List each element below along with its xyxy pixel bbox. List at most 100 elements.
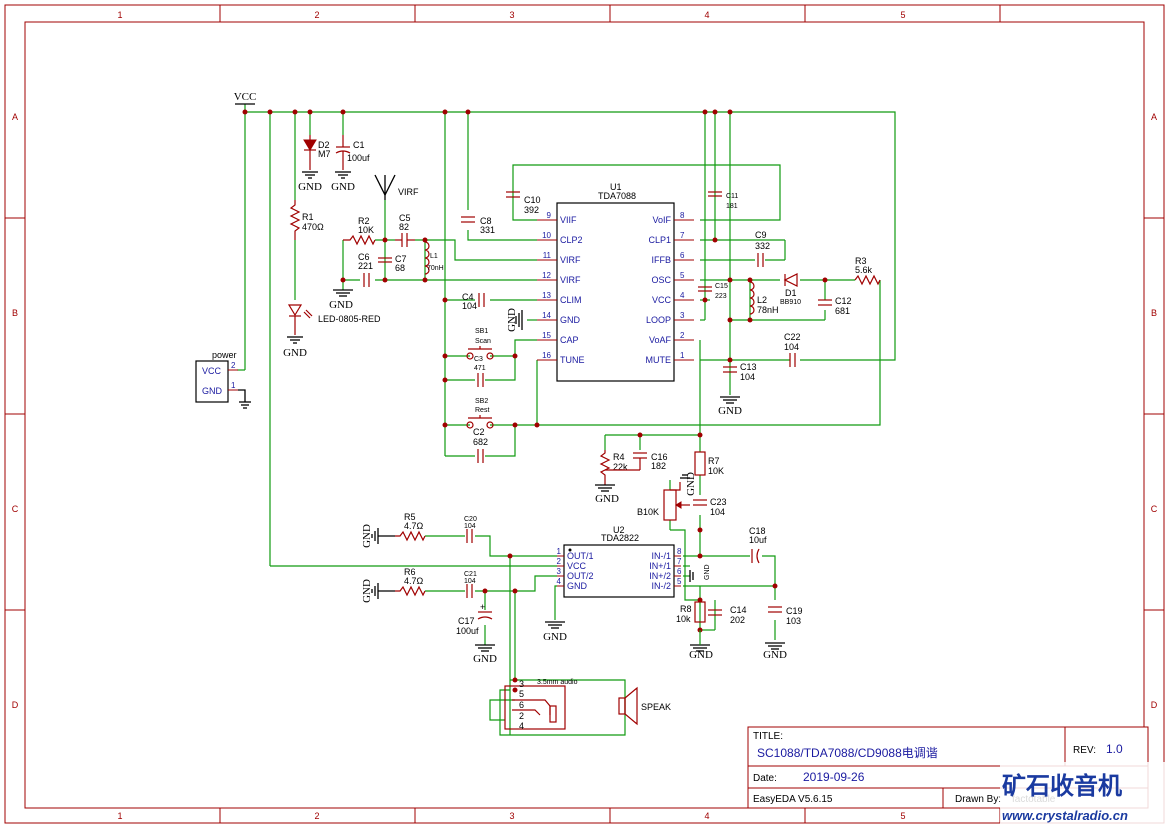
capacitor-c2: C2 682 (473, 427, 488, 463)
svg-text:223: 223 (715, 293, 727, 300)
pin-name: LOOP (646, 315, 671, 325)
power-header: power VCC GND 2 1 (195, 350, 251, 409)
svg-text:104: 104 (740, 372, 755, 382)
svg-text:U1: U1 (610, 182, 622, 192)
svg-text:C4: C4 (462, 292, 474, 302)
gnd-symbol: GND (689, 564, 711, 582)
capacitor-c20: C20 104 (464, 516, 477, 543)
pin-name: IN-/1 (651, 551, 671, 561)
capacitor-c11: C11 181 (708, 191, 738, 210)
capacitor-c9: C9 332 (755, 230, 770, 267)
svg-text:82: 82 (399, 222, 409, 232)
capacitor-c12: C12 681 (818, 296, 852, 316)
inductor-l1: L1 70nH (424, 241, 444, 275)
inductor-l2: L2 78nH (749, 281, 779, 315)
svg-text:10k: 10k (676, 614, 691, 624)
svg-text:4.7Ω: 4.7Ω (404, 521, 424, 531)
svg-text:104: 104 (464, 523, 476, 530)
svg-text:C5: C5 (399, 213, 411, 223)
row-label: C (1151, 504, 1158, 514)
svg-text:L1: L1 (430, 253, 438, 260)
capacitor-c8: C8 331 (461, 216, 495, 235)
col-label: 4 (704, 10, 709, 20)
capacitor-c21: C21 104 (464, 571, 477, 598)
title-value: SC1088/TDA7088/CD9088电调谐 (757, 746, 938, 760)
svg-text:C3: C3 (474, 356, 483, 363)
svg-text:U2: U2 (613, 525, 625, 535)
svg-text:D1: D1 (785, 288, 797, 298)
pin-name: CAP (560, 335, 579, 345)
pin-number: 1 (557, 547, 562, 556)
svg-text:矿石收音机: 矿石收音机 (1002, 772, 1122, 800)
svg-text:R6: R6 (404, 567, 416, 577)
capacitor-c14: C14 202 GND (689, 605, 746, 661)
pin-number: 16 (542, 351, 551, 360)
pin-number: 1 (680, 351, 685, 360)
svg-text:+: + (480, 602, 485, 612)
svg-text:C6: C6 (358, 252, 370, 262)
pin-name: VIRF (560, 275, 581, 285)
svg-text:5: 5 (519, 689, 524, 699)
svg-text:C7: C7 (395, 254, 407, 264)
capacitor-c4: C4 104 (462, 292, 485, 311)
pin-number: 4 (680, 291, 685, 300)
col-label: 2 (314, 10, 319, 20)
svg-text:B10K: B10K (637, 507, 659, 517)
potentiometer-b10k: B10K (637, 482, 690, 521)
col-label: 5 (900, 811, 905, 821)
pin-name: IN-/2 (651, 581, 671, 591)
svg-text:470Ω: 470Ω (302, 222, 324, 232)
pin-name: OSC (651, 275, 671, 285)
svg-text:C15: C15 (715, 283, 728, 290)
col-label: 4 (704, 811, 709, 821)
varactor-d1: D1 BB910 (780, 273, 801, 306)
svg-text:332: 332 (755, 241, 770, 251)
svg-text:5.6k: 5.6k (855, 265, 873, 275)
pin-number: 14 (542, 311, 551, 320)
pin-name: GND (567, 581, 588, 591)
svg-text:LED-0805-RED: LED-0805-RED (318, 314, 381, 324)
svg-text:SB2: SB2 (475, 398, 488, 405)
resistor-r6: R6 4.7Ω (395, 567, 426, 597)
svg-text:100uf: 100uf (456, 626, 479, 636)
row-label: D (12, 700, 19, 710)
svg-text:GND: GND (506, 308, 518, 332)
capacitor-c19: C19 103 GND (763, 606, 802, 661)
svg-text:104: 104 (710, 507, 725, 517)
svg-text:VIRF: VIRF (398, 187, 419, 197)
pin-name: VIRF (560, 255, 581, 265)
svg-text:VCC: VCC (234, 91, 257, 103)
svg-text:181: 181 (726, 203, 738, 210)
svg-text:GND: GND (329, 299, 353, 311)
svg-text:SPEAK: SPEAK (641, 702, 671, 712)
ic-u1-tda7088: U1 TDA7088 (556, 182, 675, 382)
watermark-logo: 矿石收音机 www.crystalradio.cn (1000, 762, 1165, 825)
svg-text:392: 392 (524, 205, 539, 215)
capacitor-c15: C15 223 (698, 283, 728, 300)
svg-text:C16: C16 (651, 452, 668, 462)
pin-number: 10 (542, 231, 551, 240)
pin-name: CLP2 (560, 235, 583, 245)
svg-text:C1: C1 (353, 140, 365, 150)
svg-text:SB1: SB1 (475, 328, 488, 335)
row-label: A (12, 112, 18, 122)
row-label: D (1151, 700, 1158, 710)
pin-name: VoIF (652, 215, 671, 225)
title-label: TITLE: (753, 731, 783, 742)
resistor-r7: R7 10K (694, 451, 724, 476)
gnd-symbol: GND (680, 472, 697, 496)
svg-text:C19: C19 (786, 606, 803, 616)
resistor-r3: R3 5.6k (854, 256, 881, 286)
col-label: 2 (314, 811, 319, 821)
pin-name: VCC (567, 561, 587, 571)
pin-name: CLIM (560, 295, 582, 305)
antenna-virf: VIRF (374, 174, 419, 200)
vcc-net-label: VCC (234, 91, 257, 105)
pin-name: GND (560, 315, 581, 325)
pin-number: 3 (680, 311, 685, 320)
svg-text:GND: GND (361, 524, 373, 548)
svg-text:C22: C22 (784, 332, 801, 342)
row-label: B (12, 308, 18, 318)
svg-text:100uf: 100uf (347, 153, 370, 163)
svg-text:GND: GND (685, 472, 697, 496)
